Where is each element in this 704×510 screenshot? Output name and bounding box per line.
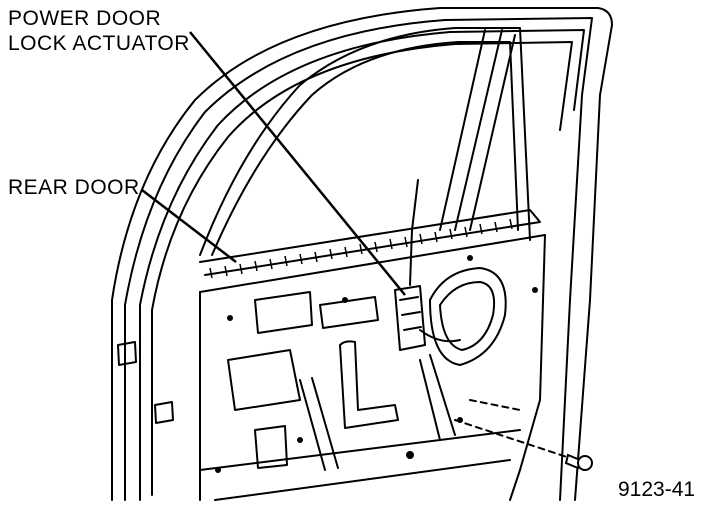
hole-3	[467, 255, 473, 261]
hole-8	[532, 287, 538, 293]
glass-channel	[439, 29, 516, 231]
belt-line-top	[199, 209, 541, 276]
lower-rail	[199, 429, 521, 501]
lock-actuator	[394, 285, 426, 351]
actuator-label-line2: LOCK ACTUATOR	[8, 32, 190, 55]
lower-channel	[419, 354, 456, 441]
hole-6	[297, 437, 303, 443]
cutout-4	[254, 425, 288, 469]
cutout-2	[227, 349, 301, 411]
hinge-lower	[154, 401, 174, 424]
access-hole-inner	[439, 281, 496, 351]
hole-2	[342, 297, 348, 303]
rear-door-label: REAR DOOR	[8, 176, 140, 199]
inner-panel	[199, 234, 546, 501]
door-frame-inner-3	[151, 41, 573, 496]
actuator-link	[419, 329, 461, 343]
hole-1	[227, 315, 233, 321]
fastener-dashed-line	[454, 419, 571, 459]
actuator-label-line1: POWER DOOR	[8, 7, 162, 30]
diagonal-brace	[299, 377, 339, 471]
actuator-leader-line	[189, 31, 406, 296]
access-hole	[429, 267, 507, 366]
hinge-upper	[117, 341, 137, 366]
window-opening	[199, 27, 531, 256]
window-opening-inner	[211, 41, 519, 256]
hole-7	[457, 417, 463, 423]
door-frame-outer	[111, 7, 613, 501]
lock-actuator-detail	[399, 296, 422, 331]
hole-5	[406, 451, 414, 459]
fastener-dashed-line-2	[469, 399, 521, 411]
rear-door-leader-line	[141, 189, 237, 263]
cutout-5	[319, 296, 379, 329]
hole-4	[215, 467, 221, 473]
belt-line-bottom	[199, 234, 546, 293]
fastener-bolt	[564, 453, 593, 471]
weatherstrip-hatch	[209, 218, 513, 279]
actuator-label: POWER DOOR LOCK ACTUATOR	[8, 6, 190, 56]
actuator-rod	[409, 179, 419, 286]
door-frame-inner-1	[124, 17, 593, 501]
cutout-3	[339, 340, 399, 429]
cutout-1	[254, 291, 313, 334]
figure-number: 9123-41	[618, 478, 696, 501]
